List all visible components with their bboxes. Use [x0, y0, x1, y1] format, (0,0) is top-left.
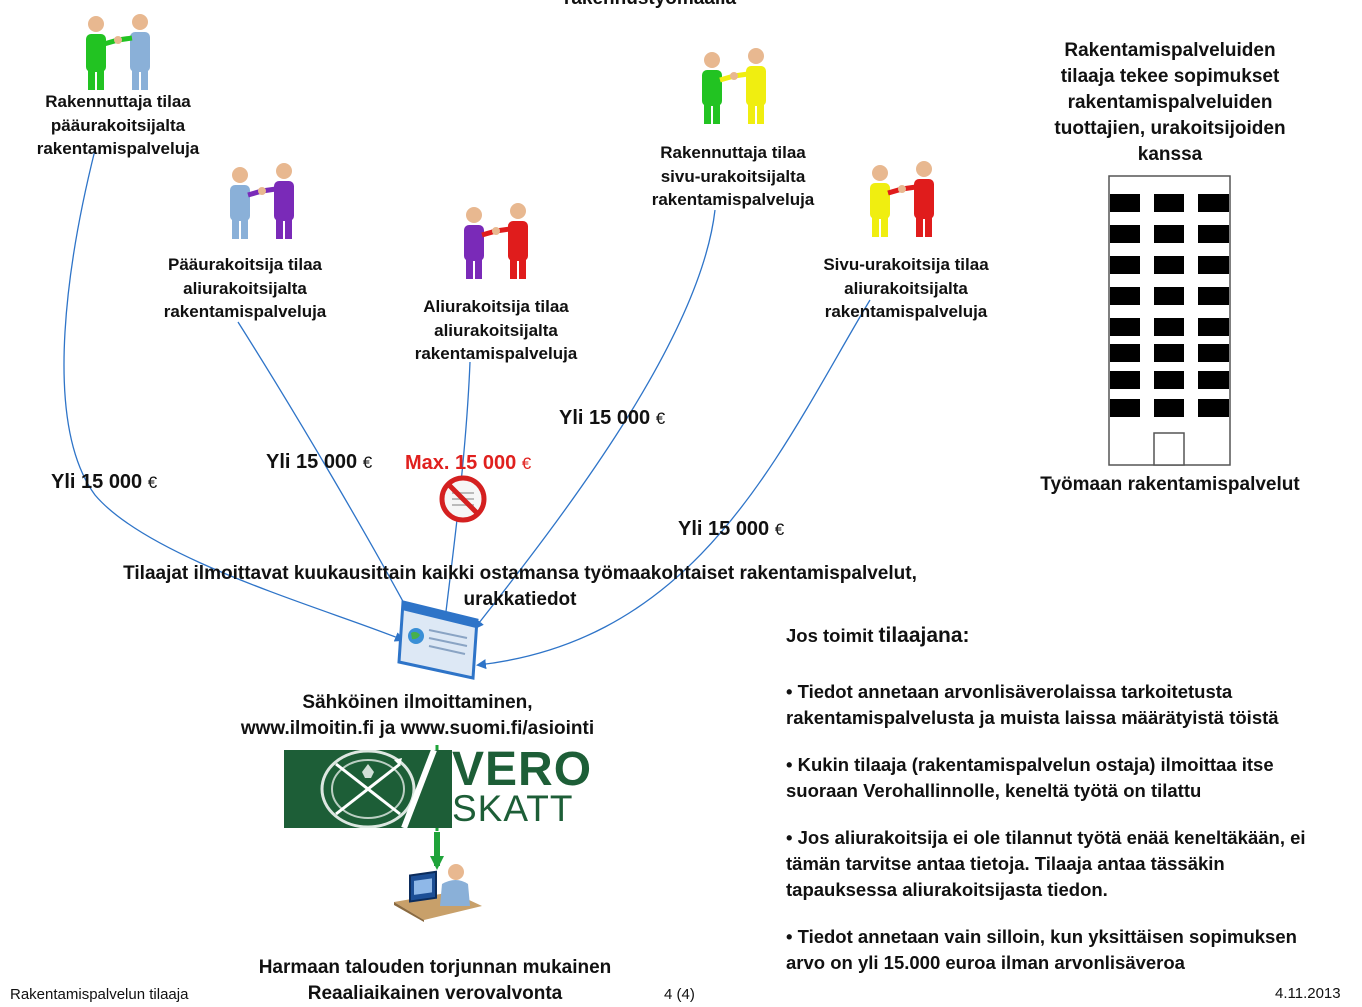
footer-date: 4.11.2013 — [1275, 985, 1341, 1002]
handshake-yellow-red-icon — [870, 161, 934, 237]
title-line: tuottajien, urakoitsijoiden — [1054, 118, 1286, 139]
label-main-contractor: Pääurakoitsija tilaa aliurakoitsijalta r… — [145, 253, 345, 324]
amount-label-4: Yli 15 000 € — [559, 407, 665, 430]
heading-emph: tilaajana: — [878, 624, 970, 647]
currency: € — [655, 409, 666, 428]
arrow-main-contractor — [63, 149, 405, 642]
control-line: Reaaliaikainen verovalvonta — [307, 983, 563, 1004]
title-line: rakentamispalveluiden — [1067, 92, 1273, 113]
label-line: Rakennuttaja tilaa — [45, 92, 191, 111]
amount-label-5: Yli 15 000 € — [678, 518, 784, 541]
footer-left: Rakentamispalvelun tilaaja — [10, 986, 189, 1003]
handshake-green-yellow-icon — [702, 48, 766, 124]
info-bullets: • Tiedot annetaan arvonlisäverolaissa ta… — [786, 679, 1336, 976]
web-form-icon — [397, 600, 479, 680]
amount-value: Yli 15 000 — [266, 451, 358, 473]
building-title: Rakentamispalveluiden tilaaja tekee sopi… — [1040, 38, 1300, 168]
reporting-text: Tilaajat ilmoittavat kuukausittain kaikk… — [60, 561, 980, 613]
title-line: tilaaja tekee sopimukset — [1060, 66, 1280, 87]
prohibited-icon — [439, 475, 487, 523]
arrow-sub-contractor — [237, 321, 413, 620]
label-line: aliurakoitsijalta — [183, 278, 307, 298]
vero-skatt-logo: VERO SKATT — [284, 744, 594, 829]
label-sub-contractor: Aliurakoitsija tilaa aliurakoitsijalta r… — [396, 295, 596, 366]
label-line: aliurakoitsijalta — [434, 320, 558, 340]
label-line: rakentamispalveluja — [824, 302, 988, 321]
title-line: kanssa — [1137, 144, 1203, 165]
tax-control-text: Harmaan talouden torjunnan mukainen Reaa… — [215, 955, 655, 1007]
label-line: Sivu-urakoitsija tilaa — [823, 255, 989, 274]
currency: € — [362, 453, 373, 472]
heading-prefix: Jos toimit — [786, 625, 879, 646]
label-line: Pääurakoitsija tilaa — [167, 255, 323, 274]
amount-label-max: Max. 15 000 € — [405, 452, 531, 475]
building-icon — [1108, 175, 1231, 466]
label-line: rakentamispalveluja — [651, 190, 815, 209]
reporting-line: Tilaajat ilmoittavat kuukausittain kaikk… — [123, 563, 917, 584]
page-title: rakennustyömaalla — [520, 0, 780, 10]
currency: € — [774, 520, 785, 539]
amount-value: Max. 15 000 — [405, 452, 517, 474]
currency: € — [147, 473, 158, 492]
arrow-side-contractor — [473, 209, 716, 630]
amount-label-2: Yli 15 000 € — [266, 451, 372, 474]
amount-value: Yli 15 000 — [678, 518, 770, 540]
arrow-side-sub-contractor — [476, 299, 871, 670]
label-side-contractor: Sivu-urakoitsija tilaa aliurakoitsijalta… — [806, 253, 1006, 324]
label-line: rakentamispalveluja — [414, 344, 578, 363]
label-developer-main: Rakennuttaja tilaa pääurakoitsijalta rak… — [18, 90, 218, 161]
electronic-reporting-text: Sähköinen ilmoittaminen, www.ilmoitin.fi… — [200, 690, 635, 742]
electronic-line: www.ilmoitin.fi ja www.suomi.fi/asiointi — [240, 718, 595, 739]
bullet-item: • Jos aliurakoitsija ei ole tilannut työ… — [786, 827, 1306, 900]
handshake-blue-purple-icon — [230, 163, 294, 239]
label-line: aliurakoitsijalta — [844, 278, 968, 298]
tax-emblem-icon — [284, 750, 452, 828]
amount-value: Yli 15 000 — [559, 407, 651, 429]
reporting-line: urakkatiedot — [463, 589, 577, 610]
amount-label-1: Yli 15 000 € — [51, 471, 157, 494]
bullet-item: • Tiedot annetaan vain silloin, kun yksi… — [786, 926, 1297, 973]
tax-officer-icon — [394, 864, 482, 922]
electronic-line: Sähköinen ilmoittaminen, — [302, 692, 533, 713]
bullet-item: • Tiedot annetaan arvonlisäverolaissa ta… — [786, 681, 1279, 728]
label-developer-side: Rakennuttaja tilaa sivu-urakoitsijalta r… — [633, 141, 833, 212]
label-line: sivu-urakoitsijalta — [660, 166, 806, 186]
control-line: Harmaan talouden torjunnan mukainen — [258, 957, 612, 978]
logo-vero-text: VERO — [452, 743, 593, 796]
logo-skatt-text: SKATT — [452, 788, 574, 829]
footer-page-number: 4 (4) — [664, 986, 695, 1003]
label-line: Rakennuttaja tilaa — [660, 143, 806, 162]
amount-value: Yli 15 000 — [51, 471, 143, 493]
title-line: Rakentamispalveluiden — [1064, 40, 1276, 61]
building-caption: Työmaan rakentamispalvelut — [1040, 474, 1300, 495]
label-line: pääurakoitsijalta — [50, 115, 186, 135]
currency: € — [521, 454, 532, 473]
handshake-green-blue-icon — [86, 14, 150, 90]
label-line: Aliurakoitsija tilaa — [423, 297, 569, 316]
handshake-purple-red-icon — [464, 203, 528, 279]
label-line: rakentamispalveluja — [163, 302, 327, 321]
info-heading: Jos toimit tilaajana: — [786, 624, 970, 648]
bullet-item: • Kukin tilaaja (rakentamispalvelun osta… — [786, 754, 1274, 801]
label-line: rakentamispalveluja — [36, 139, 200, 158]
